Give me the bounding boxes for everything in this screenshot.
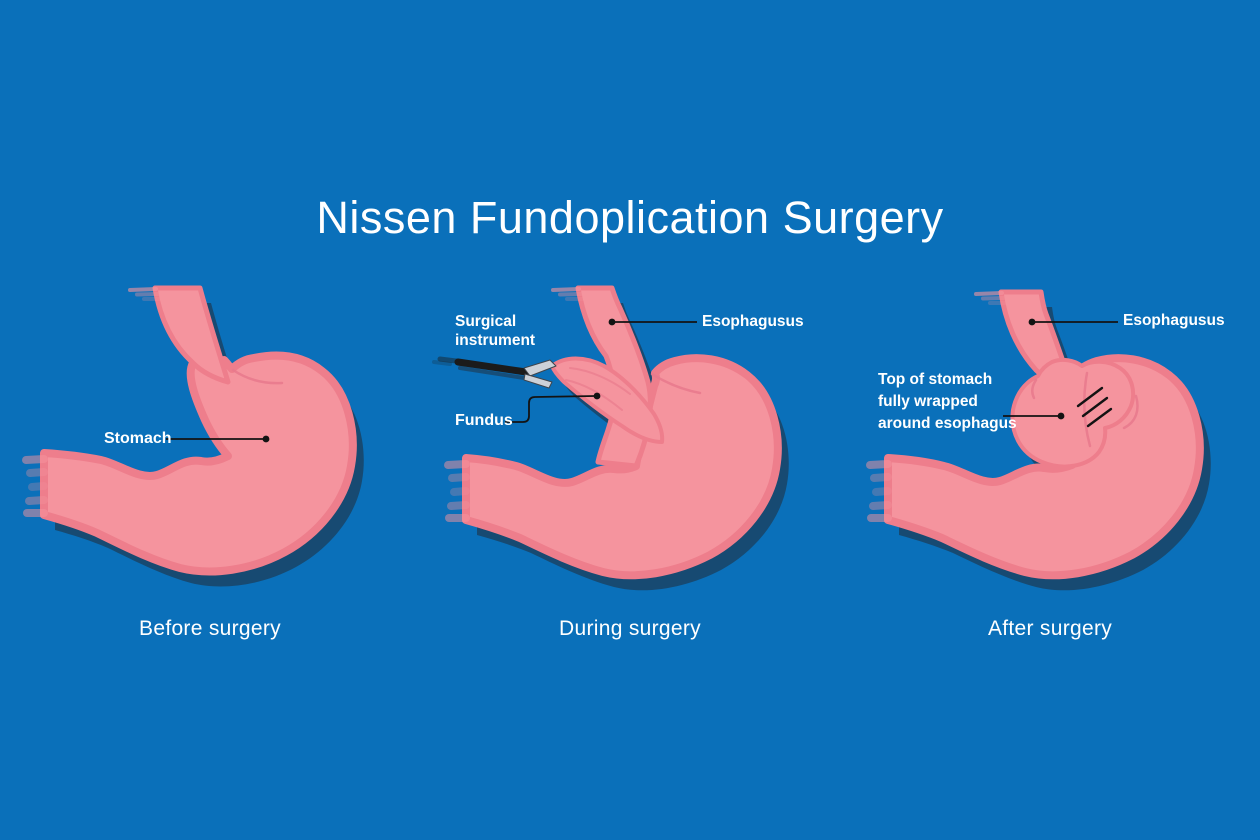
cardia-crease [650, 372, 702, 395]
surgical-instrument-icon [432, 356, 557, 389]
caption-during: During surgery [559, 617, 701, 640]
cut-edge-blur [22, 287, 162, 517]
grasper-lower-prong [523, 373, 553, 389]
stomach-illustration-before [22, 270, 364, 587]
fundus-leader-line [505, 395, 596, 423]
stitches [1076, 386, 1113, 428]
wrap-leader-dot [1057, 412, 1065, 420]
label-stomach: Stomach [104, 430, 172, 447]
fundus-leader-dot [593, 392, 601, 400]
esophagus-leader-dot [608, 318, 616, 326]
label-fundus: Fundus [455, 412, 513, 429]
stomach-illustration-after [866, 270, 1211, 591]
caption-before: Before surgery [139, 617, 281, 640]
esophagus-leader-dot [1028, 318, 1036, 326]
cut-edge-blur [444, 287, 585, 522]
page-title: Nissen Fundoplication Surgery [316, 192, 944, 243]
label-surgical-instrument: Surgical instrument [455, 313, 536, 349]
stomach-illustration-during [432, 270, 789, 591]
fundus-crease [231, 368, 284, 385]
cut-edge-blur [866, 291, 1008, 522]
label-esophagus-after: Esophagusus [1123, 312, 1225, 329]
stomach-leader-dot [262, 435, 270, 443]
caption-after: After surgery [987, 617, 1113, 640]
label-esophagus-during: Esophagusus [702, 313, 804, 330]
grasper-upper-prong [523, 359, 557, 377]
wrap-creases [1031, 371, 1139, 448]
fundus-creases [565, 367, 631, 411]
label-wrap: Top of stomach fully wrapped around esop… [878, 371, 1017, 432]
